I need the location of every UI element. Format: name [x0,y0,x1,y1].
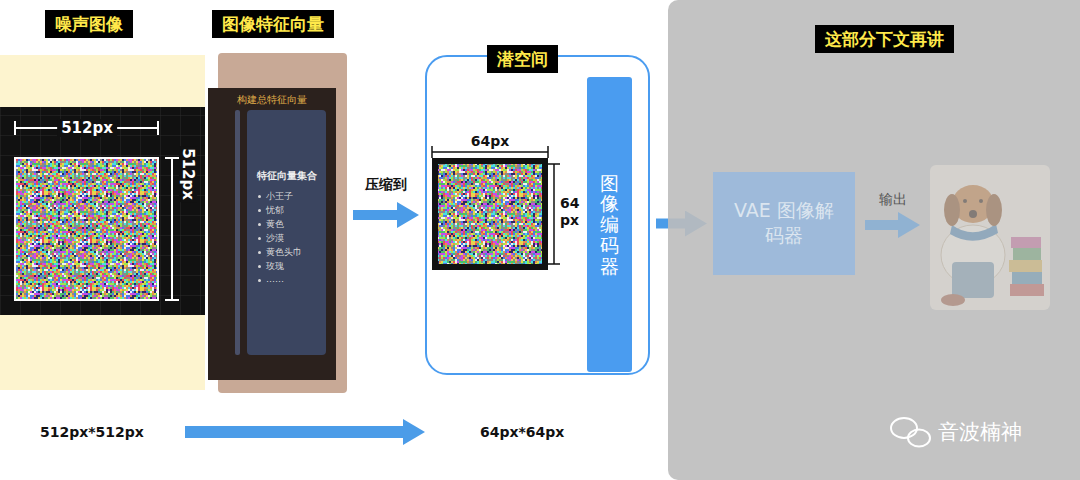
dimension-label: 64px [471,133,510,149]
dog-ear [944,194,960,226]
dimension-label: 64px*64px [480,424,564,440]
feature-panel: 图像特征向量构建总特征向量特征向量集合小王子忧郁黄色沙漠黄色头巾玫瑰…… [218,53,347,393]
latent-space-outline: 潜空间图像编码器 [425,55,650,375]
noise-image [0,55,205,390]
dimension-label: 512px [179,146,197,202]
dimension-line [432,146,560,264]
book [1012,272,1042,284]
noise-square [15,158,158,300]
dog-nose [969,210,977,218]
dog-eye [963,199,967,203]
book [1013,248,1041,260]
node-text: 图像编码器 [600,172,619,276]
bucket [952,262,994,298]
feature-builder-box: 构建总特征向量特征向量集合小王子忧郁黄色沙漠黄色头巾玫瑰…… [208,88,336,380]
noise-image-panel: 噪声图像 [0,55,205,390]
picture-ground [930,165,1050,310]
watermark: 音波楠神 [938,418,1022,446]
dimension-line [15,121,179,300]
vae-decoder-box: VAE 图像解码器 [713,172,855,275]
shoe [941,294,965,306]
image-frame [432,158,548,270]
node-text: 忧郁 [257,204,284,217]
output-arrow [865,220,898,230]
dog-eye [979,199,983,203]
heading-tag: 这部分下文再讲 [815,25,954,53]
book [1010,284,1044,296]
book [1009,260,1042,272]
dog-ear [986,194,1002,226]
node-text: 沙漠 [257,232,284,245]
node-text: 黄色 [257,218,284,231]
scarf [950,224,998,241]
heading-tag: 潜空间 [487,45,558,73]
node-text: 构建总特征向量 [208,93,336,107]
heading-tag: 图像特征向量 [212,10,334,38]
node-text: 黄色头巾 [257,246,302,259]
node-text: VAE 图像解码器 [729,198,839,249]
flow-arrow [353,210,397,220]
node-text: 小王子 [257,190,293,203]
feature-set-box: 特征向量集合小王子忧郁黄色沙漠黄色头巾玫瑰…… [247,110,326,355]
noise-square [438,164,542,264]
node-text: 玫瑰 [257,260,284,273]
node-text: …… [257,274,284,284]
edge-label: 压缩到 [365,176,407,194]
deferred-panel: 这部分下文再讲 VAE 图像解码器 [668,0,1080,480]
wechat-icon [891,418,930,447]
scroll-bar [235,110,240,355]
dimension-label: 512px*512px [40,424,144,440]
dimension-label: 64 px [560,195,584,229]
heading-tag: 噪声图像 [45,10,133,38]
grid [0,107,205,315]
image-encoder-bar: 图像编码器 [587,77,632,372]
dimension-label: 输出 [879,191,907,209]
dimension-label: 512px [57,119,117,137]
node-text: 特征向量集合 [247,170,326,183]
book [1011,237,1041,248]
image-frame [0,107,205,315]
size-arrow [185,426,403,438]
